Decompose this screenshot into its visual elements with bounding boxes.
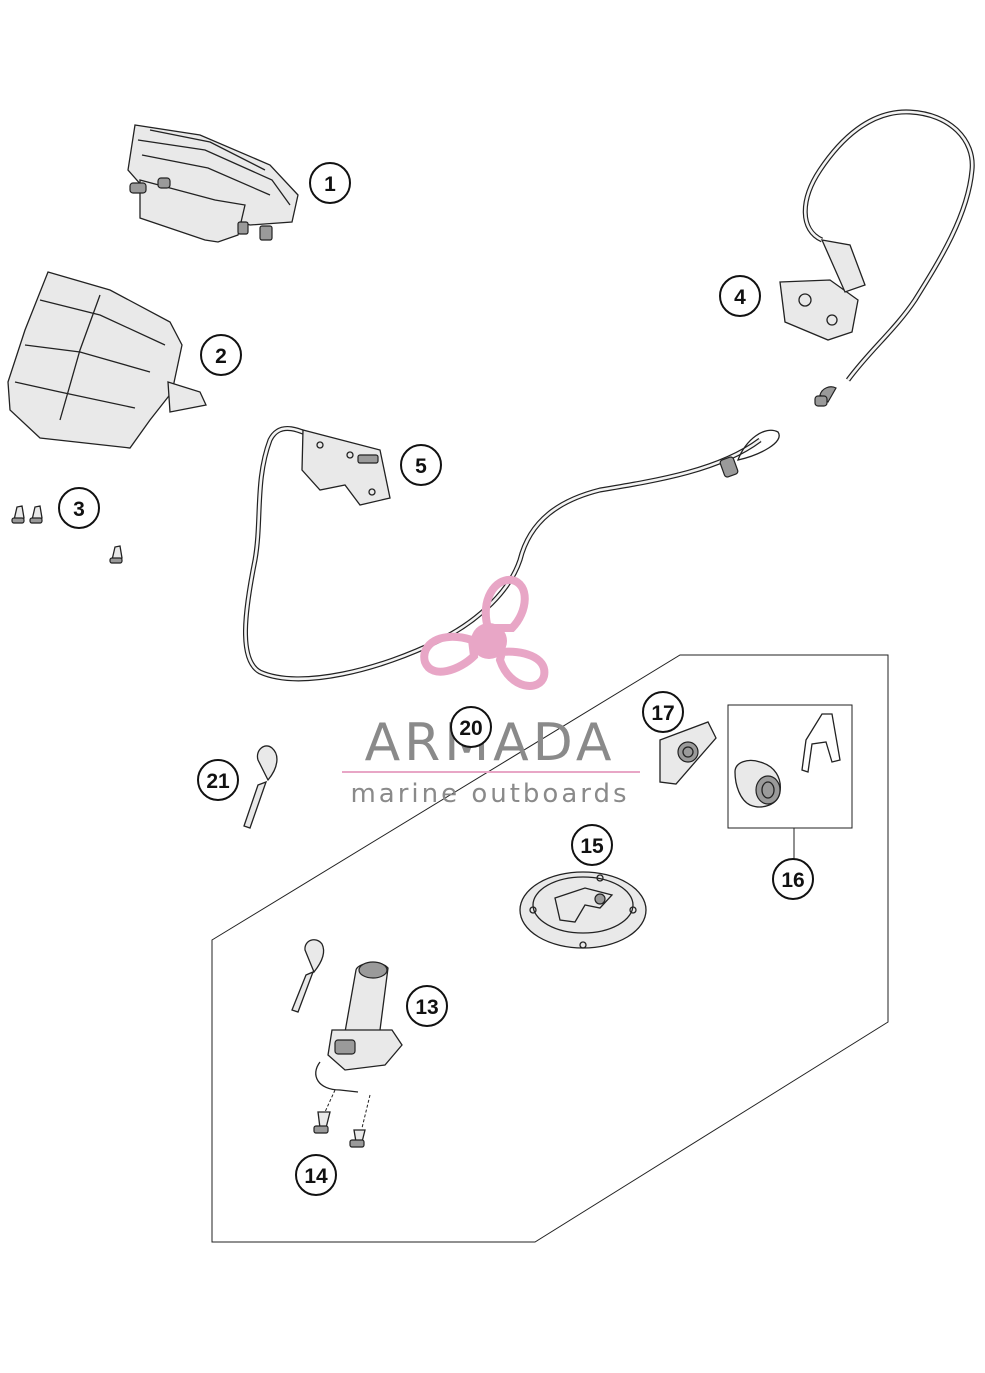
- callout-16[interactable]: 16: [772, 858, 814, 900]
- callout-21-label: 21: [206, 770, 230, 793]
- callout-14[interactable]: 14: [295, 1154, 337, 1196]
- callout-2[interactable]: 2: [200, 334, 242, 376]
- callout-5-label: 5: [415, 455, 427, 478]
- callout-4[interactable]: 4: [719, 275, 761, 317]
- callout-21[interactable]: 21: [197, 759, 239, 801]
- watermark-propeller-blade-left: [420, 632, 479, 676]
- callout-16-label: 16: [781, 869, 804, 892]
- part-3-screws[interactable]: [11, 505, 123, 564]
- watermark-propeller-blade-top: [481, 575, 529, 632]
- part-2-headlight-mask[interactable]: [7, 271, 207, 449]
- part-21-key[interactable]: [243, 745, 278, 829]
- part-1-instrument-cluster[interactable]: [127, 124, 299, 243]
- watermark-subtitle: marine outboards: [350, 779, 629, 809]
- callout-13[interactable]: 13: [406, 985, 448, 1027]
- callout-4-label: 4: [734, 286, 746, 309]
- part-16-lock-cylinder-set[interactable]: [727, 704, 853, 862]
- callout-13-label: 13: [415, 996, 438, 1019]
- callout-1[interactable]: 1: [309, 162, 351, 204]
- callout-15[interactable]: 15: [571, 824, 613, 866]
- callout-15-label: 15: [580, 835, 604, 858]
- callout-14-label: 14: [304, 1165, 328, 1188]
- callout-3-label: 3: [73, 498, 85, 521]
- callout-1-label: 1: [324, 173, 336, 196]
- part-4-seat-lock-cable[interactable]: [779, 109, 975, 407]
- watermark-logo: ARMADA marine outboards: [342, 575, 640, 809]
- callout-20[interactable]: 20: [450, 706, 492, 748]
- kit-group-outline: [211, 654, 889, 1243]
- part-15-fuel-cap[interactable]: [519, 871, 647, 949]
- part-14-bolts[interactable]: [313, 1089, 371, 1148]
- watermark-propeller-blade-right: [495, 647, 549, 690]
- callout-20-label: 20: [459, 717, 482, 740]
- callout-2-label: 2: [215, 345, 227, 368]
- part-5-seat-lock[interactable]: [243, 425, 780, 682]
- part-17-bracket[interactable]: [659, 721, 717, 785]
- callout-17-label: 17: [651, 702, 674, 725]
- part-13-ignition-lock[interactable]: [291, 939, 403, 1093]
- callout-17[interactable]: 17: [642, 691, 684, 733]
- callout-3[interactable]: 3: [58, 487, 100, 529]
- watermark-propeller-hub: [471, 623, 507, 659]
- callout-5[interactable]: 5: [400, 444, 442, 486]
